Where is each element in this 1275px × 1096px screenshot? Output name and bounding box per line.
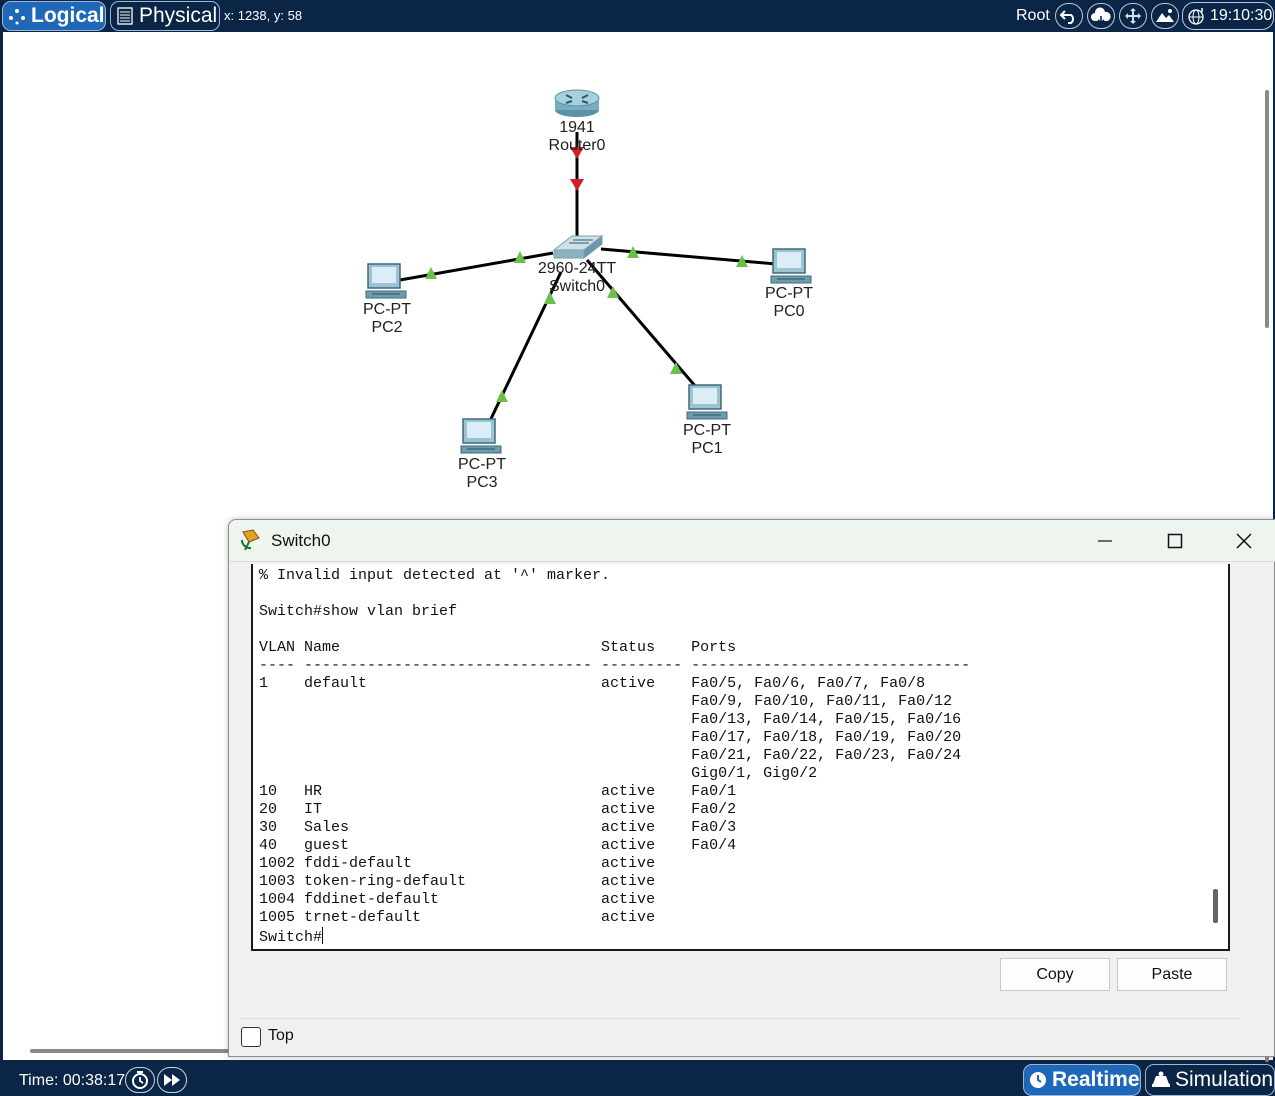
maximize-icon bbox=[1167, 533, 1183, 549]
physical-label: Physical bbox=[139, 4, 218, 27]
text-cursor bbox=[322, 927, 324, 944]
power-cycle-button[interactable] bbox=[125, 1067, 155, 1093]
move-arrows-icon bbox=[1125, 8, 1141, 24]
bottom-toolbar: Time: 00:38:17 Realtime Simulation bbox=[0, 1062, 1275, 1096]
port-up-marker bbox=[544, 292, 556, 304]
pc3-model: PC-PT bbox=[458, 456, 506, 473]
elapsed-time: Time: 00:38:17 bbox=[19, 1072, 126, 1089]
logical-label: Logical bbox=[31, 4, 105, 27]
link-switch-pc2[interactable] bbox=[399, 251, 554, 282]
port-up-marker bbox=[425, 267, 437, 279]
landscape-icon bbox=[1156, 9, 1174, 22]
cli-terminal[interactable]: % Invalid input detected at '^' marker. … bbox=[251, 564, 1230, 951]
pc2-name: PC2 bbox=[371, 319, 403, 336]
cli-history: % Invalid input detected at '^' marker. … bbox=[259, 567, 971, 926]
switch-icon[interactable] bbox=[552, 234, 604, 260]
background-button[interactable] bbox=[1151, 3, 1179, 29]
maximize-button[interactable] bbox=[1145, 524, 1205, 558]
cli-output: % Invalid input detected at '^' marker. … bbox=[259, 567, 970, 947]
close-button[interactable] bbox=[1214, 524, 1274, 558]
pc0-icon[interactable] bbox=[770, 248, 812, 284]
pc2-label[interactable]: PC-PT PC2 bbox=[337, 301, 437, 337]
switch-model: 2960-24TT bbox=[537, 260, 617, 277]
network-topology[interactable] bbox=[3, 32, 1253, 542]
router-icon[interactable] bbox=[554, 89, 600, 117]
simulation-label: Simulation bbox=[1175, 1068, 1274, 1091]
port-down-marker bbox=[570, 147, 584, 159]
logical-view-button[interactable]: Logical bbox=[2, 1, 106, 31]
pc2-icon[interactable] bbox=[365, 263, 407, 299]
workspace-vertical-scrollbar[interactable] bbox=[1265, 90, 1269, 328]
top-toolbar: Logical Physical x: 1238, y: 58 Root 19:… bbox=[0, 0, 1275, 32]
window-footer bbox=[239, 1018, 1240, 1056]
pc3-icon[interactable] bbox=[460, 418, 502, 454]
cloud-icon bbox=[1091, 7, 1111, 25]
pc1-model: PC-PT bbox=[683, 422, 731, 439]
back-arrow-icon bbox=[1059, 10, 1074, 24]
pc2-model: PC-PT bbox=[363, 301, 411, 318]
fast-forward-button[interactable] bbox=[157, 1067, 187, 1093]
pc3-label[interactable]: PC-PT PC3 bbox=[432, 456, 532, 492]
physical-rack-icon bbox=[117, 7, 133, 25]
router0-label[interactable]: 1941 Router0 bbox=[527, 119, 627, 155]
link-switch-pc0[interactable] bbox=[600, 247, 777, 266]
clock-display: 19:10:30 bbox=[1182, 2, 1274, 30]
close-icon bbox=[1236, 533, 1252, 549]
cloud-button[interactable] bbox=[1087, 3, 1115, 29]
window-titlebar[interactable]: Switch0 bbox=[229, 520, 1275, 562]
pc1-name: PC1 bbox=[691, 440, 723, 457]
move-button[interactable] bbox=[1119, 3, 1147, 29]
physical-view-button[interactable]: Physical bbox=[110, 1, 220, 31]
pc1-label[interactable]: PC-PT PC1 bbox=[657, 422, 757, 458]
back-button[interactable] bbox=[1055, 3, 1083, 29]
cli-scrollbar-thumb[interactable] bbox=[1213, 889, 1218, 923]
router-model: 1941 bbox=[559, 119, 595, 136]
port-up-marker bbox=[607, 286, 619, 298]
pc1-icon[interactable] bbox=[686, 384, 728, 420]
clock-time: 19:10:30 bbox=[1210, 7, 1273, 24]
pc0-name: PC0 bbox=[773, 303, 805, 320]
clock-icon bbox=[1030, 1072, 1046, 1088]
fast-forward-icon bbox=[164, 1074, 180, 1086]
network-globe-icon bbox=[1188, 8, 1204, 25]
port-up-marker bbox=[514, 251, 526, 263]
pc0-model: PC-PT bbox=[765, 285, 813, 302]
paste-button[interactable]: Paste bbox=[1117, 958, 1227, 991]
pc0-label[interactable]: PC-PT PC0 bbox=[739, 285, 839, 321]
top-checkbox-label: Top bbox=[268, 1027, 294, 1044]
simulation-mode-button[interactable]: Simulation bbox=[1145, 1064, 1275, 1096]
router-name: Router0 bbox=[548, 137, 606, 154]
port-up-marker bbox=[736, 255, 748, 267]
copy-button[interactable]: Copy bbox=[1000, 958, 1110, 991]
minimize-button[interactable] bbox=[1075, 524, 1135, 558]
reset-clock-icon bbox=[132, 1071, 148, 1089]
switch-name: Switch0 bbox=[548, 278, 606, 295]
pc3-name: PC3 bbox=[466, 474, 498, 491]
switch0-label[interactable]: 2960-24TT Switch0 bbox=[527, 260, 627, 296]
top-checkbox[interactable] bbox=[241, 1027, 261, 1047]
port-markers bbox=[425, 147, 748, 402]
root-label[interactable]: Root bbox=[1016, 7, 1050, 24]
port-down-marker bbox=[570, 179, 584, 191]
cli-prompt: Switch# bbox=[259, 929, 323, 946]
simulation-icon bbox=[1152, 1071, 1170, 1087]
window-title: Switch0 bbox=[271, 531, 331, 550]
workspace-horizontal-scrollbar[interactable] bbox=[30, 1049, 240, 1053]
port-up-marker bbox=[670, 362, 682, 374]
minimize-icon bbox=[1098, 540, 1112, 542]
cursor-coordinates: x: 1238, y: 58 bbox=[224, 8, 303, 23]
port-up-marker bbox=[496, 390, 508, 402]
realtime-mode-button[interactable]: Realtime bbox=[1023, 1064, 1141, 1096]
switch0-cli-window: Switch0 % Invalid input detected at '^' … bbox=[228, 519, 1275, 1057]
realtime-label: Realtime bbox=[1052, 1068, 1140, 1091]
switch-app-icon bbox=[240, 529, 260, 551]
port-up-marker bbox=[627, 246, 639, 258]
logical-network-icon bbox=[9, 9, 25, 25]
